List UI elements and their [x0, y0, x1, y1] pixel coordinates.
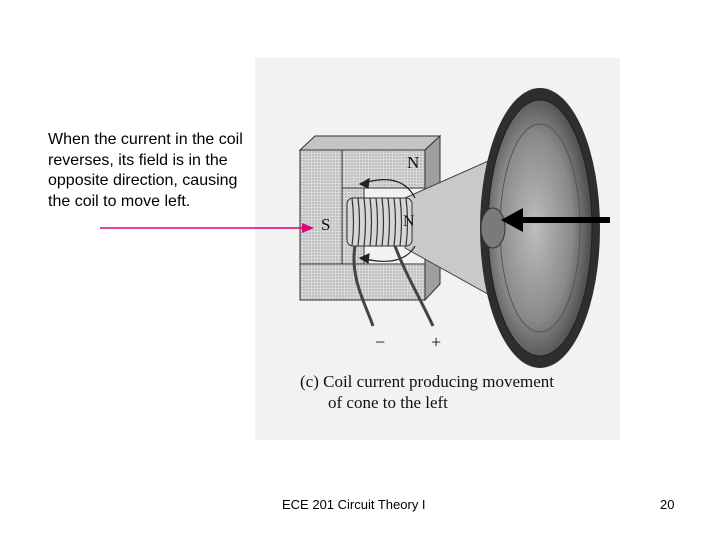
speaker-cone [404, 88, 600, 368]
label-n-top: N [407, 153, 419, 172]
caption-line-2: of cone to the left [328, 393, 448, 412]
speaker-illustration: N S N − + [298, 88, 610, 368]
page-number: 20 [660, 497, 675, 512]
body-text: When the current in the coil reverses, i… [48, 131, 243, 210]
motion-arrow [501, 208, 610, 232]
field-lines [358, 177, 416, 265]
terminal-plus: + [431, 332, 441, 352]
terminal-minus: − [375, 332, 385, 352]
voice-coil [346, 197, 413, 247]
figure-caption: (c) Coil current producing movement of c… [300, 371, 600, 413]
footer: ECE 201 Circuit Theory I [282, 497, 426, 512]
speaker-figure: N S N − + [255, 58, 620, 440]
label-s: S [321, 215, 330, 234]
caption-line-1: (c) Coil current producing movement [300, 372, 554, 391]
label-n-coil: N [403, 213, 415, 230]
lead-wires [352, 245, 435, 327]
pointer-arrow [100, 223, 314, 233]
